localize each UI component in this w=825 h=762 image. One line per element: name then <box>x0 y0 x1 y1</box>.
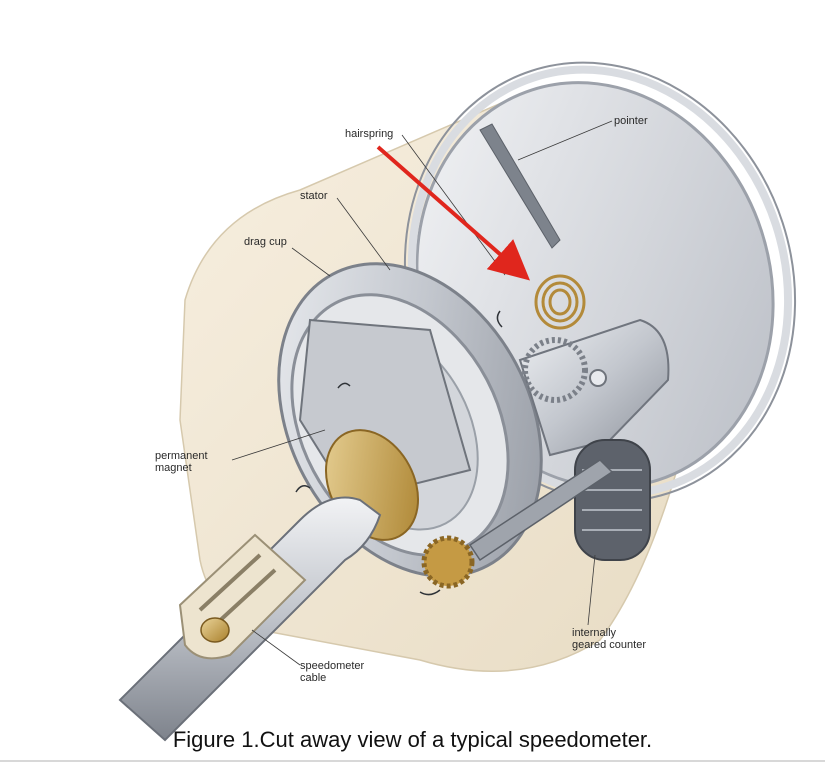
label-internally-geared-counter: internally geared counter <box>572 627 646 651</box>
figure-caption: Figure 1.Cut away view of a typical spee… <box>0 727 825 753</box>
label-hairspring: hairspring <box>345 128 393 140</box>
geared-counter <box>575 440 650 560</box>
label-pointer: pointer <box>614 115 648 127</box>
label-drag-cup: drag cup <box>244 236 287 248</box>
brass-drive-gear <box>424 538 472 586</box>
gear-pin <box>590 370 606 386</box>
label-permanent-magnet: permanent magnet <box>155 450 208 474</box>
label-stator: stator <box>300 190 328 202</box>
label-speedometer-cable: speedometer cable <box>300 660 364 684</box>
cable-collar <box>201 618 229 642</box>
